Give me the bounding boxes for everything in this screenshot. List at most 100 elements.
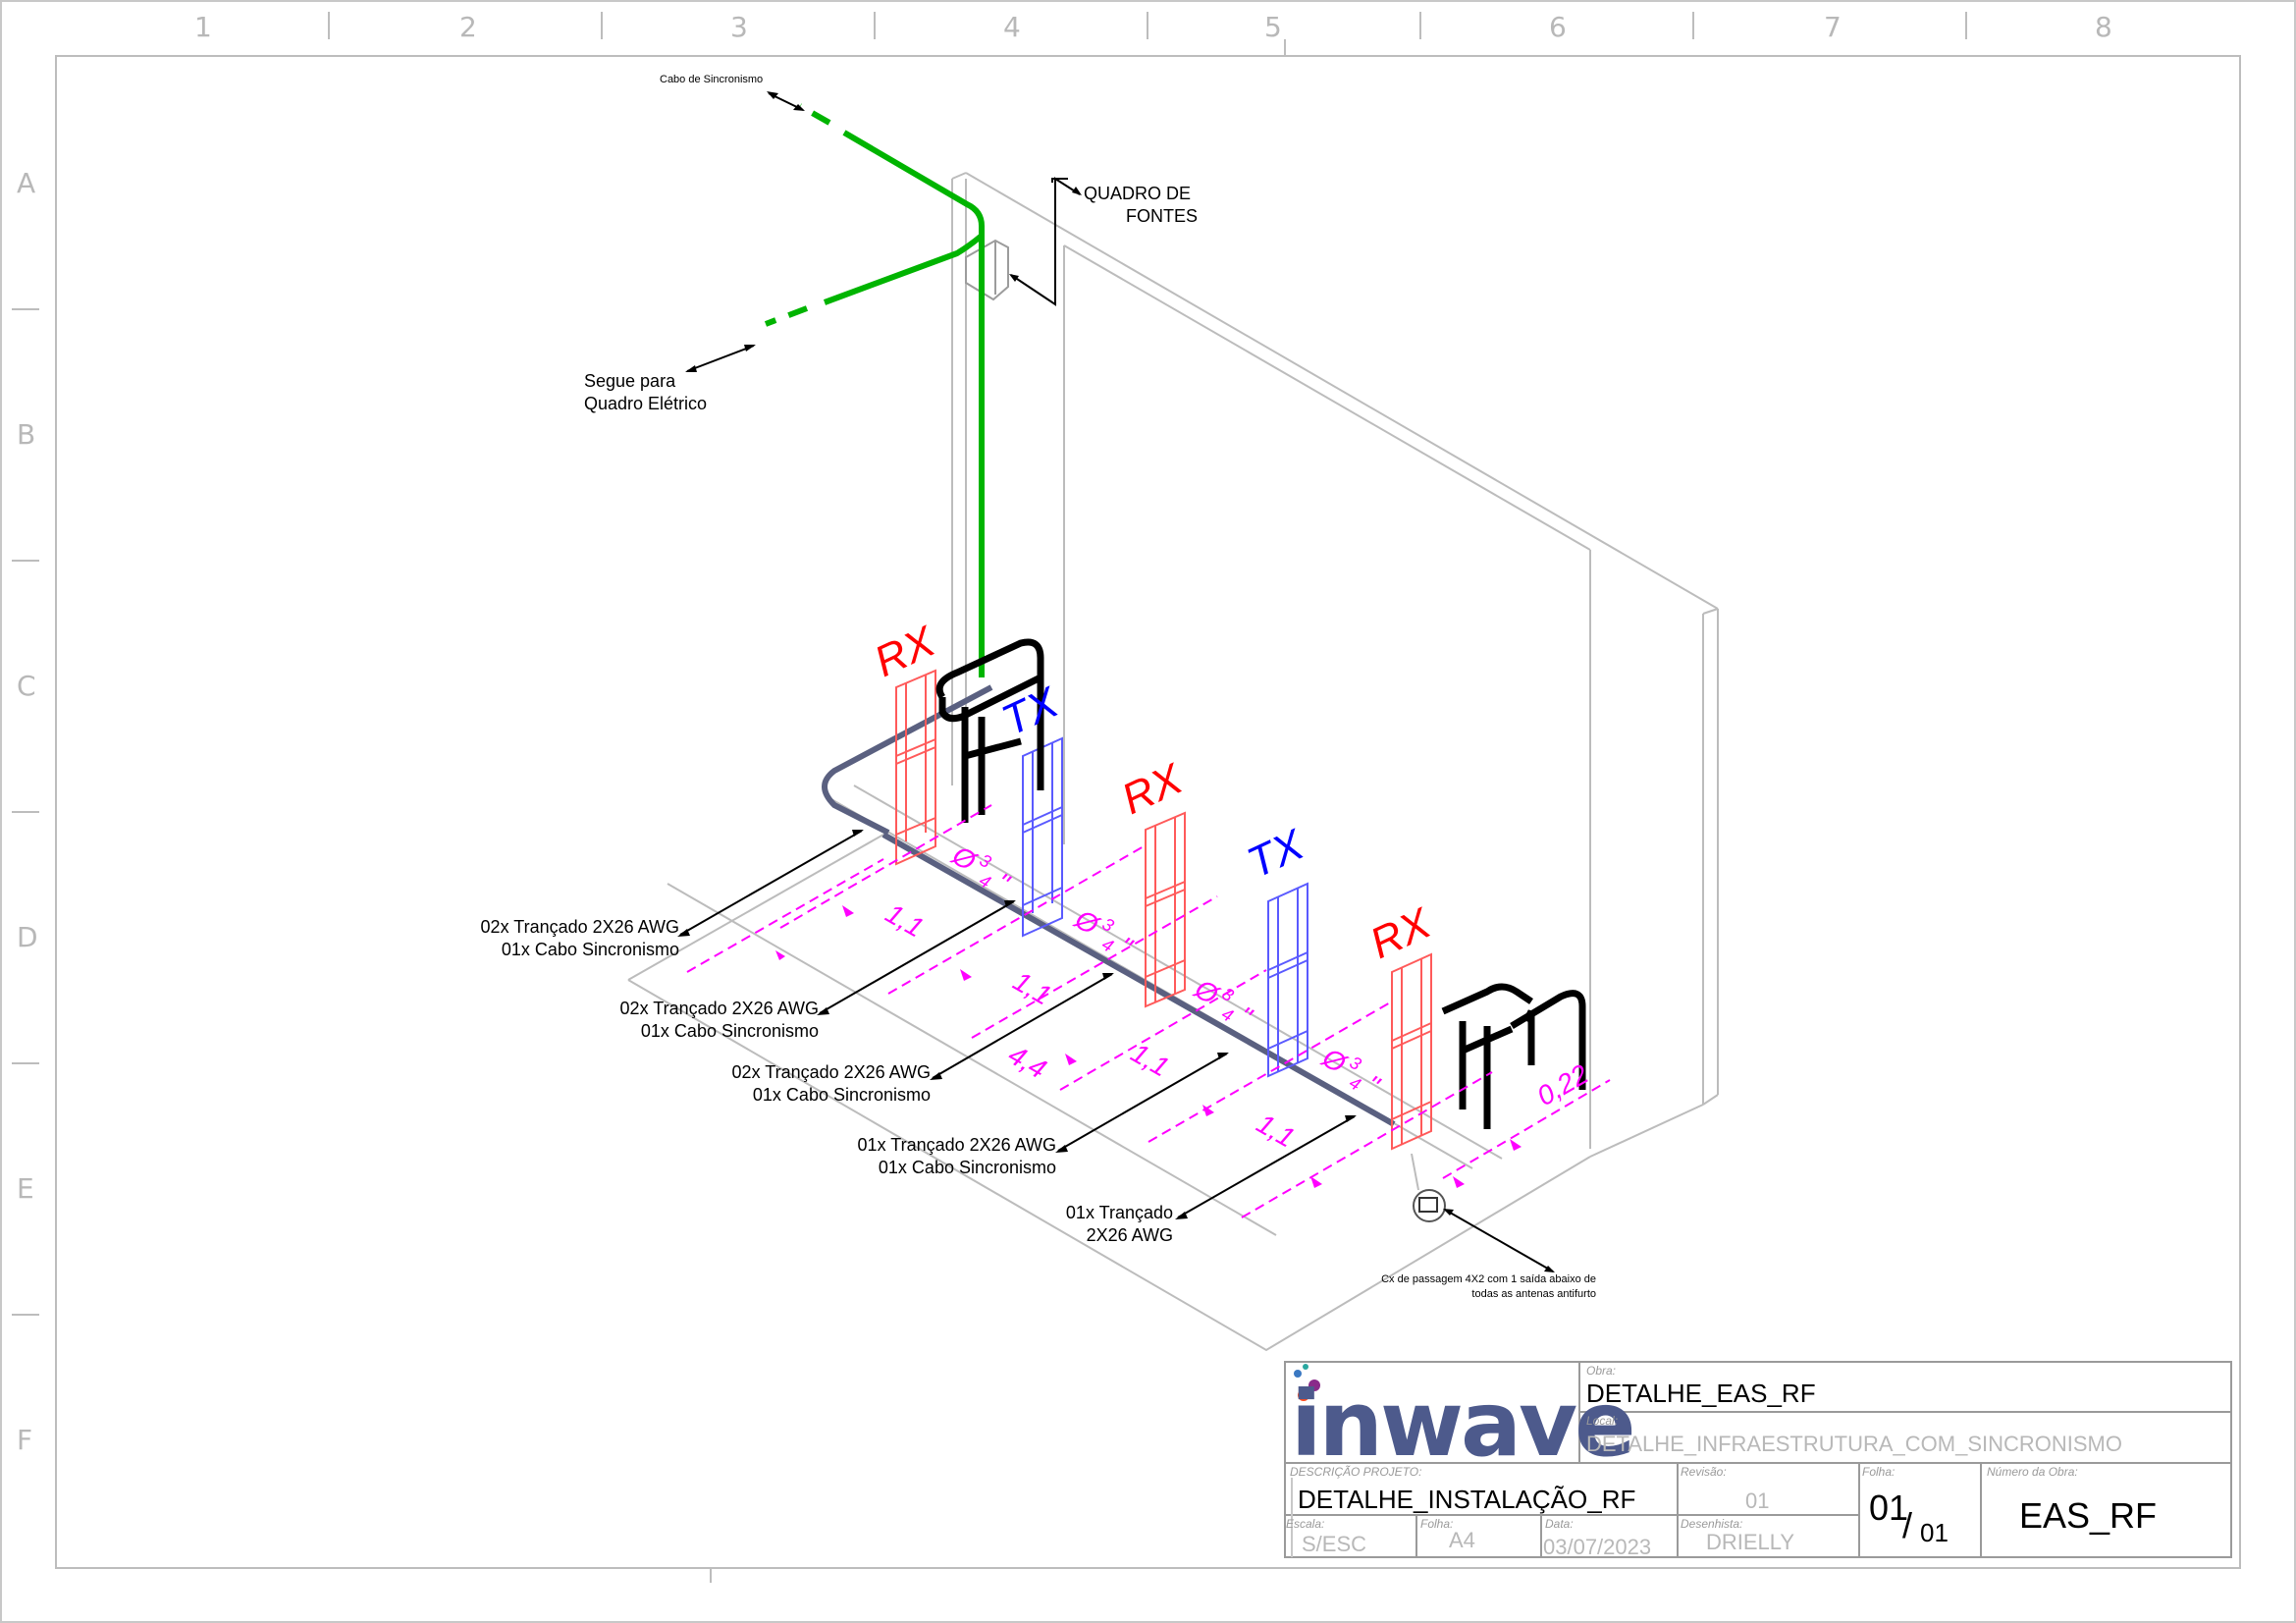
grid-row-a: A [17, 167, 35, 199]
grid-row-d: D [17, 921, 38, 953]
grid-col-8: 8 [2095, 11, 2112, 43]
antenna-label-tx-1: TX [995, 677, 1067, 745]
annotation-texts: Cabo de Sincronismo QUADRO DE FONTES Seg… [481, 74, 1596, 1300]
box-note-line-2: todas as antenas antifurto [1471, 1288, 1596, 1300]
power-panel-label-1: QUADRO DE [1084, 184, 1191, 203]
antenna-rx-3 [1391, 952, 1432, 1151]
antenna-rx-2 [1145, 811, 1186, 1008]
obra-caption: Obra: [1586, 1364, 1616, 1378]
callout-5-line-1: 01x Trançado [1066, 1203, 1173, 1222]
callout-5-line-2: 2X26 AWG [1087, 1225, 1173, 1245]
conduit-den-3: 4 [1218, 1003, 1237, 1025]
conduit [822, 684, 1396, 1127]
power-panel-box [965, 239, 1009, 301]
power-panel-label-2: FONTES [1126, 206, 1198, 226]
dimension-3: 4,4 [1003, 1039, 1051, 1084]
callout-4-line-2: 01x Cabo Sincronismo [879, 1158, 1056, 1177]
antenna-label-rx-1: RX [868, 617, 944, 686]
grid-col-3: 3 [730, 11, 748, 43]
revisao-value: 01 [1745, 1488, 1769, 1513]
grid-row-f: F [17, 1424, 32, 1456]
numero-value: EAS_RF [2019, 1495, 2157, 1536]
antenna-tx-2 [1267, 882, 1308, 1078]
antenna-label-rx-2: RX [1115, 754, 1192, 824]
grid-row-ticks [12, 308, 39, 1316]
antenna-label-rx-3: RX [1363, 898, 1440, 968]
title-block-fields: Obra: DETALHE_EAS_RF Local: DETALHE_INFR… [1286, 1364, 2157, 1559]
grid-col-7: 7 [1824, 11, 1842, 43]
grid-column-ticks [328, 12, 1967, 1583]
dimension-1: 1,1 [881, 897, 929, 943]
callout-3-line-2: 01x Cabo Sincronismo [753, 1085, 931, 1105]
antenna-tx-1 [1022, 736, 1063, 938]
logo-wordmark: inwave [1291, 1372, 1632, 1477]
folha-number: 01 [1869, 1488, 1908, 1528]
antenna-rx-1 [895, 669, 936, 866]
sync-cable-label: Cabo de Sincronismo [660, 74, 763, 85]
dimension-ticks [775, 905, 1522, 1188]
folha-total: 01 [1920, 1518, 1949, 1547]
grid-col-6: 6 [1549, 11, 1567, 43]
grid-row-b: B [17, 418, 35, 451]
goes-to-label-2: Quadro Elétrico [584, 394, 707, 413]
revisao-caption: Revisão: [1681, 1465, 1727, 1479]
dimension-lines [686, 804, 1611, 1218]
logo-dot-purple [1308, 1380, 1320, 1391]
inwave-logo: inwave [1291, 1364, 1635, 1477]
logo-dot-orange [1298, 1389, 1309, 1401]
data-caption: Data: [1545, 1517, 1574, 1531]
dimension-4: 1,1 [1126, 1037, 1174, 1082]
dimension-5: 1,1 [1252, 1108, 1300, 1153]
title-block [1284, 1361, 2232, 1558]
folha2-caption: Folha: [1420, 1517, 1453, 1531]
local-value: DETALHE_INFRAESTRUTURA_COM_SINCRONISMO [1586, 1432, 2122, 1456]
grid-column-labels: 1 2 3 4 5 6 7 8 [194, 11, 2112, 43]
desenhista-caption: Desenhista: [1681, 1517, 1742, 1531]
grid-row-labels: A B C D E F [17, 167, 38, 1456]
callout-3-line-1: 02x Trançado 2X26 AWG [732, 1062, 931, 1082]
grid-row-c: C [17, 670, 36, 702]
descricao-caption: DESCRIÇÃO PROJETO: [1290, 1465, 1421, 1479]
conduit-inch-4: " [1361, 1069, 1385, 1101]
conduit-den-2: 4 [1098, 934, 1117, 955]
descricao-value: DETALHE_INSTALAÇÃO_RF [1298, 1485, 1635, 1514]
barrier-left [935, 638, 1044, 823]
numero-caption: Número da Obra: [1987, 1465, 2078, 1479]
conduit-den-4: 4 [1346, 1072, 1364, 1094]
callout-1-line-1: 02x Trançado 2X26 AWG [481, 917, 679, 937]
folha2-value: A4 [1449, 1528, 1475, 1552]
grid-row-e: E [17, 1172, 34, 1205]
box-note-line-1: Cx de passagem 4X2 com 1 saída abaixo de [1381, 1273, 1596, 1285]
inner-border [55, 55, 2241, 1569]
callout-2-line-2: 01x Cabo Sincronismo [641, 1021, 819, 1041]
isometric-walls [951, 172, 1719, 1149]
callout-arrowheads [677, 91, 1555, 1272]
logo-dot-blue [1294, 1370, 1302, 1378]
escala-value: S/ESC [1302, 1532, 1366, 1556]
data-value: 03/07/2023 [1543, 1535, 1651, 1559]
grid-col-5: 5 [1264, 11, 1282, 43]
callout-4-line-1: 01x Trançado 2X26 AWG [858, 1135, 1056, 1155]
callout-1-line-2: 01x Cabo Sincronismo [502, 940, 679, 959]
callout-2-line-1: 02x Trançado 2X26 AWG [620, 999, 819, 1018]
folha-caption: Folha: [1862, 1465, 1895, 1479]
logo-dot-teal [1303, 1364, 1308, 1370]
folha-separator: / [1902, 1505, 1912, 1545]
conduit-inch-1: " [990, 867, 1015, 898]
conduit-symbol-3: Ø [1189, 973, 1225, 1011]
antenna-label-tx-2: TX [1241, 820, 1312, 888]
grid-col-2: 2 [459, 11, 477, 43]
conduit-symbol-2: Ø [1069, 903, 1105, 942]
sync-cable [764, 103, 985, 677]
dimension-2: 1,1 [1008, 965, 1056, 1010]
desenhista-value: DRIELLY [1706, 1530, 1794, 1554]
conduit-symbol-4: Ø [1316, 1042, 1353, 1080]
escala-caption: Escala: [1286, 1517, 1324, 1531]
grid-col-1: 1 [194, 11, 212, 43]
barrier-right [1441, 983, 1586, 1129]
callout-arrows [679, 92, 1554, 1272]
obra-value: DETALHE_EAS_RF [1586, 1379, 1816, 1408]
junction-box [1411, 1153, 1446, 1222]
